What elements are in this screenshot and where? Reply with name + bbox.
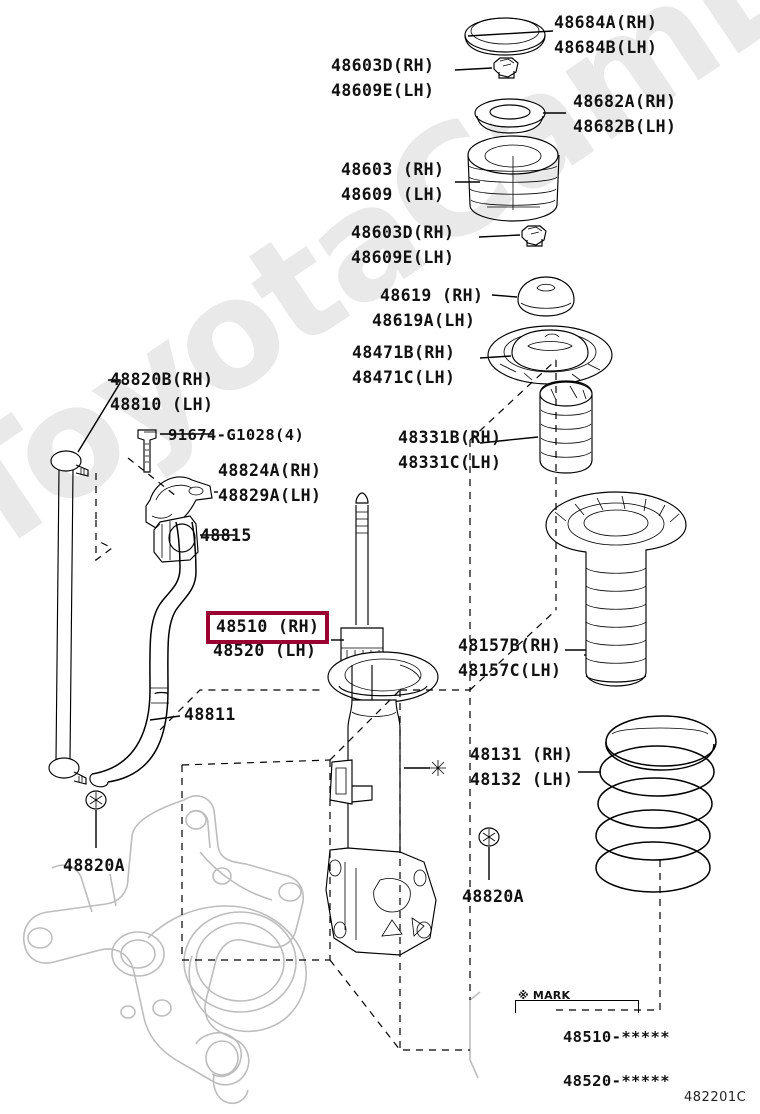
label-link-nut-right: 48820A xyxy=(462,887,525,906)
drawing-number: 482201C xyxy=(684,1090,747,1105)
part-stabilizer-bushing xyxy=(153,515,199,563)
label-strut-nut-lower: 48603D(RH)48609E(LH) xyxy=(351,223,455,267)
label-strut-nut-upper: 48603D(RH)48609E(LH) xyxy=(331,56,435,100)
label-bumper-spring: 48331B(RH)48331C(LH) xyxy=(398,428,502,472)
part-shock-absorber xyxy=(325,492,439,956)
ghost-strut-lower-bracket xyxy=(469,991,481,1079)
part-stabilizer-bar xyxy=(89,521,197,788)
label-stabilizer-bar: 48811 xyxy=(184,705,236,724)
label-suspension-support-cap: 48684A(RH)48684B(LH) xyxy=(554,13,658,57)
part-bracket-bolt xyxy=(137,429,157,473)
mark-legend-bracket xyxy=(515,1000,639,1013)
label-spring-upper-seat: 48471B(RH)48471C(LH) xyxy=(352,343,456,387)
label-stabilizer-bracket: 48824A(RH)48829A(LH) xyxy=(218,461,322,505)
mark-symbol-on-strut xyxy=(430,760,446,776)
label-bearing-cover: 48619 (RH)48619A(LH) xyxy=(372,286,484,330)
ghost-steering-knuckle-assembly xyxy=(23,795,307,1105)
label-dust-seal: 48682A(RH)48682B(LH) xyxy=(573,92,677,136)
part-coil-spring xyxy=(595,715,717,893)
part-bearing-cover xyxy=(517,276,575,317)
label-shock-absorber-highlighted[interactable]: 48510 (RH) xyxy=(206,611,330,644)
part-bumper-spring xyxy=(539,380,593,474)
label-link-nut-left: 48820A xyxy=(63,856,126,875)
label-bracket-bolt: 91674-G1028(4) xyxy=(168,426,305,444)
label-shock-absorber-lh: 48520 (LH) xyxy=(213,641,317,660)
part-suspension-support xyxy=(467,135,560,222)
mark-legend-lines: 48510-***** 48520-***** xyxy=(562,1028,670,1090)
part-spring-upper-seat xyxy=(487,325,613,385)
label-stabilizer-bushing: 48815 xyxy=(200,526,252,545)
label-stabilizer-link: 48820B(RH)48810 (LH) xyxy=(110,370,214,414)
part-suspension-support-cap xyxy=(464,17,546,56)
label-dust-cover: 48157B(RH)48157C(LH) xyxy=(458,636,562,680)
part-strut-nut-upper xyxy=(493,57,519,79)
assembly-dashed-guides xyxy=(95,359,661,1051)
part-dust-seal xyxy=(474,98,546,134)
label-suspension-support: 48603 (RH)48609 (LH) xyxy=(341,160,445,204)
label-coil-spring: 48131 (RH)48132 (LH) xyxy=(470,745,574,789)
part-link-nut-left xyxy=(85,790,107,810)
part-dust-cover xyxy=(545,491,687,687)
part-strut-nut-lower xyxy=(521,225,547,247)
mark-legend-heading: ※ MARK xyxy=(518,989,571,1002)
part-stabilizer-link xyxy=(48,450,89,785)
part-link-nut-right xyxy=(478,827,500,847)
